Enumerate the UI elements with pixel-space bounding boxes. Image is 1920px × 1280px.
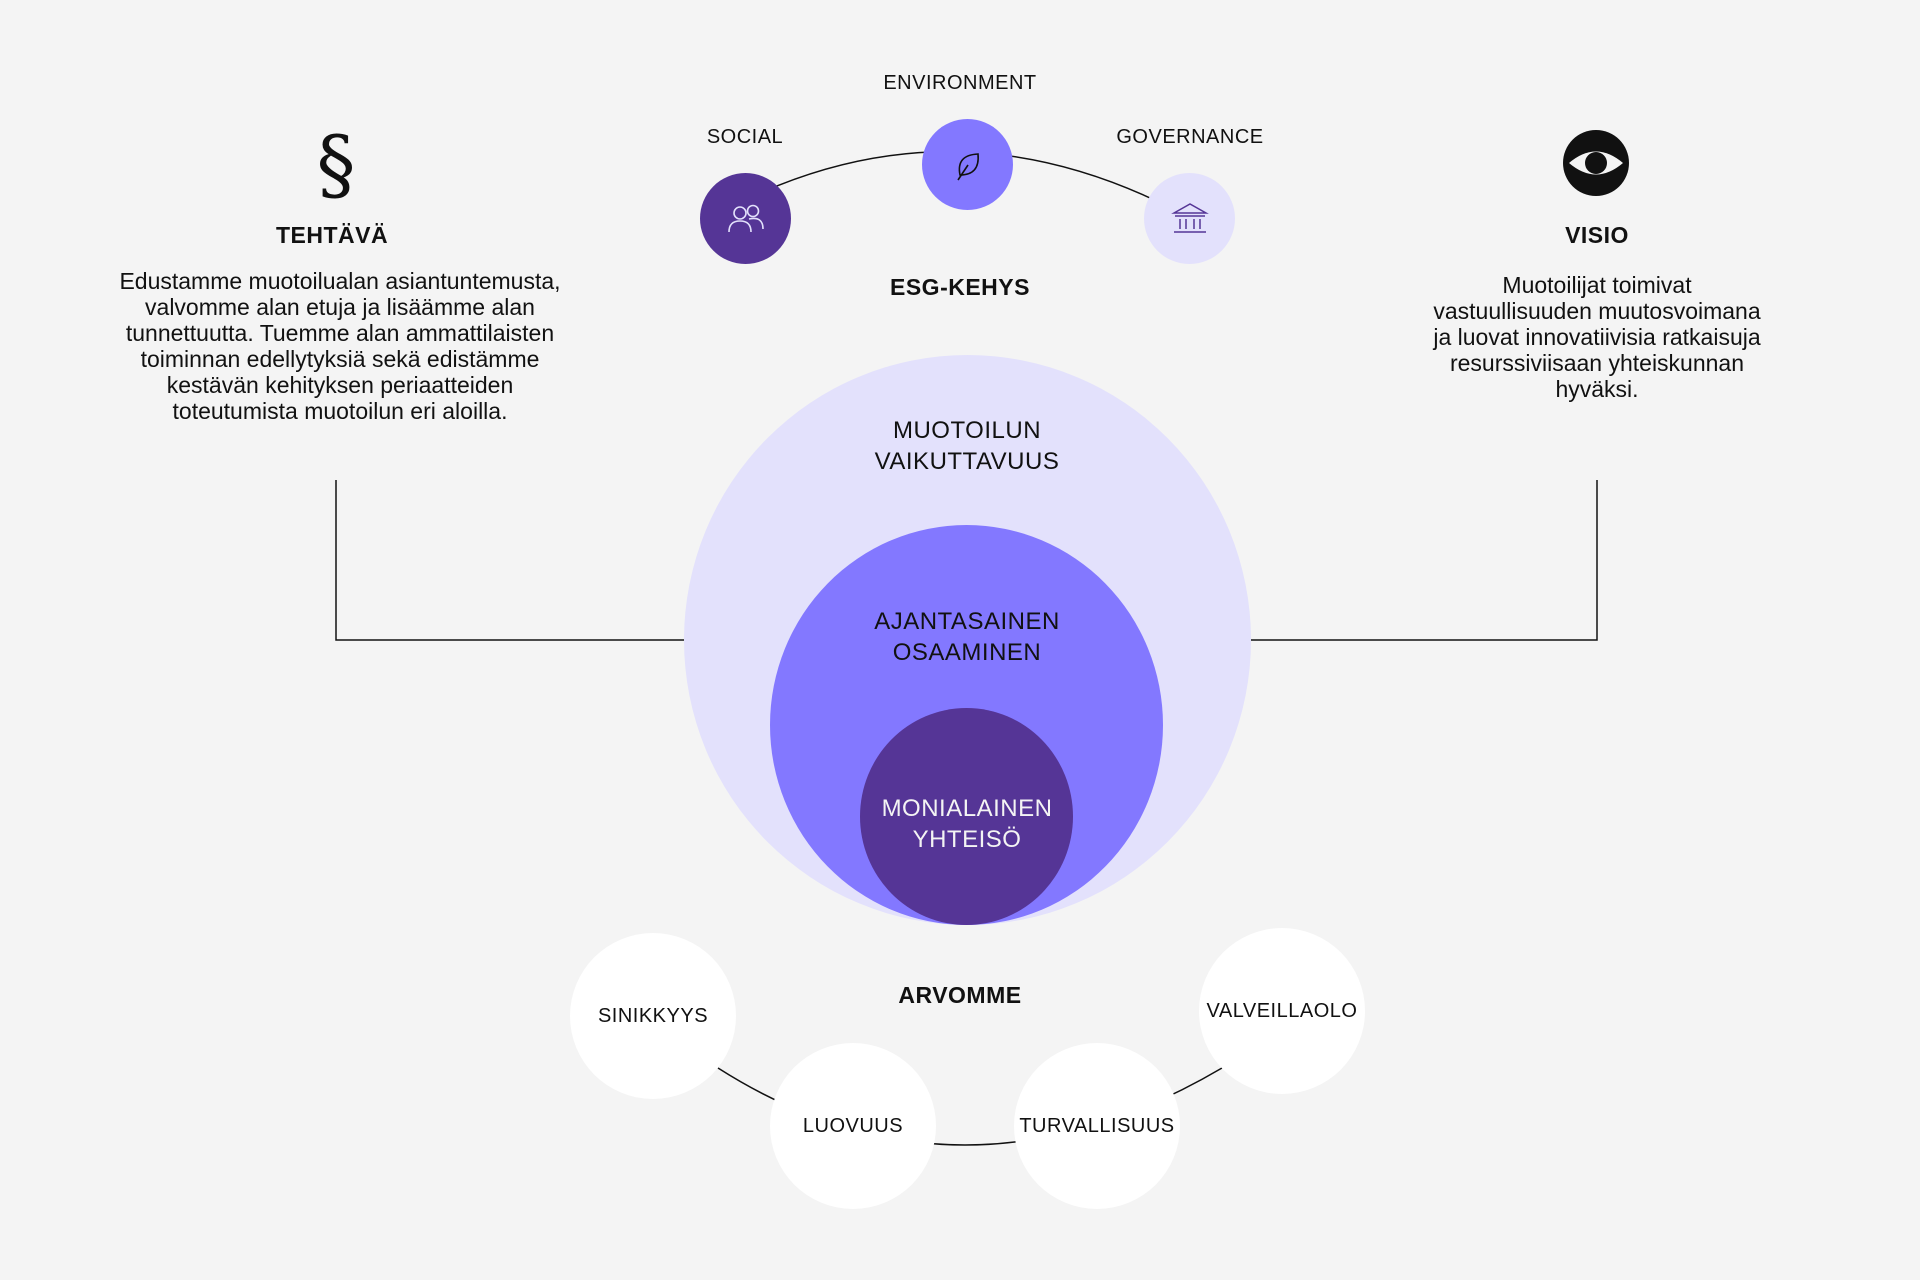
middle-ring-line: AJANTASAINEN xyxy=(874,608,1060,635)
governance-circle xyxy=(1144,173,1235,264)
inner-ring-label: MONIALAINEN YHTEISÖ xyxy=(817,793,1117,855)
vision-line: hyväksi. xyxy=(1555,376,1639,402)
vision-line: ja luovat innovatiivisia ratkaisuja xyxy=(1433,324,1761,350)
vision-title: VISIO xyxy=(1565,222,1629,248)
value-turvallisuus: TURVALLISUUS xyxy=(1014,1043,1180,1209)
leaf-icon xyxy=(950,147,986,183)
vision-line: resurssiviisaan yhteiskunnan xyxy=(1449,350,1745,376)
mission-line: Edustamme muotoilualan asiantuntemusta, xyxy=(119,268,561,294)
eye-icon xyxy=(1563,130,1629,196)
mission-connector xyxy=(335,480,684,641)
inner-ring-line: YHTEISÖ xyxy=(912,826,1022,853)
outer-ring-line: MUOTOILUN xyxy=(892,417,1042,444)
value-label: SINIKKYYS xyxy=(597,1004,709,1027)
vision-line: vastuullisuuden muutosvoimana xyxy=(1433,298,1761,324)
mission-line: tunnettuutta. Tuemme alan ammattilaisten xyxy=(125,320,555,346)
value-valveillaolo: VALVEILLAOLO xyxy=(1199,928,1365,1094)
mission-line: toiminnan edellytyksiä sekä edistämme xyxy=(140,346,540,372)
value-label: VALVEILLAOLO xyxy=(1206,999,1358,1022)
environment-circle xyxy=(922,119,1013,210)
value-label: LUOVUUS xyxy=(802,1114,904,1137)
mission-title: TEHTÄVÄ xyxy=(275,222,389,248)
esg-social-label: SOCIAL xyxy=(706,126,784,148)
vision-connector xyxy=(1251,480,1598,641)
esg-environment-label: ENVIRONMENT xyxy=(883,72,1037,94)
outer-ring-label: MUOTOILUN VAIKUTTAVUUS xyxy=(817,415,1117,477)
vision-line: Muotoilijat toimivat xyxy=(1502,272,1692,298)
mission-line: valvomme alan etuja ja lisäämme alan xyxy=(145,294,535,320)
outer-ring-line: VAIKUTTAVUUS xyxy=(874,448,1060,475)
value-sinikkyys: SINIKKYYS xyxy=(570,933,736,1099)
values-title: ARVOMME xyxy=(898,982,1022,1008)
value-label: TURVALLISUUS xyxy=(1019,1114,1175,1137)
inner-ring-line: MONIALAINEN xyxy=(881,795,1053,822)
mission-line: kestävän kehityksen periaatteiden xyxy=(166,372,514,398)
inner-ring xyxy=(860,708,1073,925)
institution-icon xyxy=(1170,201,1210,237)
esg-governance-label: GOVERNANCE xyxy=(1116,126,1264,148)
mission-line: toteutumista muotoilun eri aloilla. xyxy=(172,398,508,424)
social-circle xyxy=(700,173,791,264)
vision-text: Muotoilijat toimivat vastuullisuuden muu… xyxy=(1357,272,1837,402)
people-icon xyxy=(725,202,767,236)
section-sign-icon: § xyxy=(316,120,356,210)
esg-title: ESG-KEHYS xyxy=(890,274,1030,300)
value-luovuus: LUOVUUS xyxy=(770,1043,936,1209)
middle-ring-line: OSAAMINEN xyxy=(892,639,1042,666)
mission-text: Edustamme muotoilualan asiantuntemusta, … xyxy=(80,268,600,424)
middle-ring-label: AJANTASAINEN OSAAMINEN xyxy=(817,606,1117,668)
